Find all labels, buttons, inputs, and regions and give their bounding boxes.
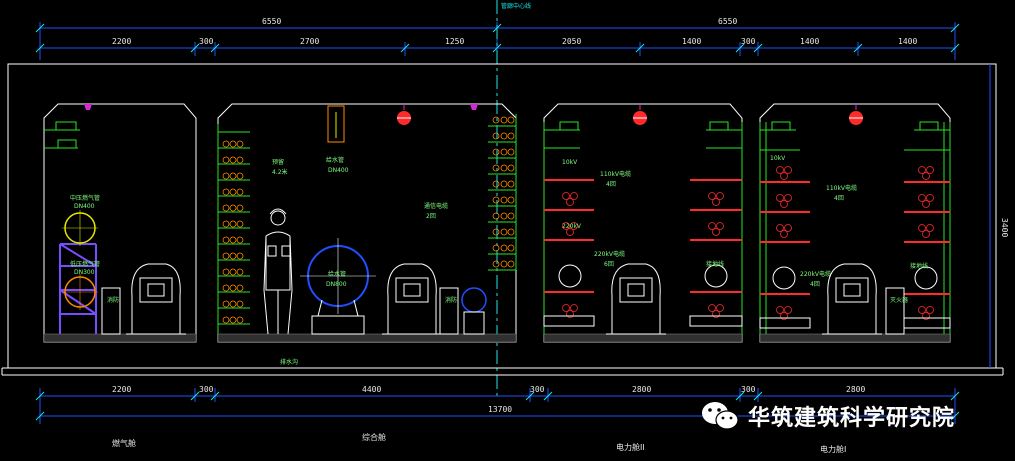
top-dim-2: 300 [199,37,214,46]
power2-main-count: 6回 [604,261,614,268]
water-pipe-spec: DN400 [328,167,349,174]
bottom-dim-total: 13700 [488,405,512,414]
small-pipe [461,287,487,313]
power1-left-rack [759,122,800,334]
power2-right-rack [706,122,743,334]
power2-tag-1: 10kV [562,159,578,166]
bottom-dim-7: 2800 [846,385,865,394]
power1-left-pipe [772,266,796,290]
power1-main-count: 4回 [810,281,820,288]
power2-tag-3: 接地线 [706,260,724,268]
comm-cable-spec: 2回 [426,213,436,220]
power1-tag-1: 10kV [770,155,786,162]
power1-main-cable: 220kV电缆 [800,270,831,278]
right-tray-cables [492,116,515,268]
bottom-dim-2: 300 [199,385,214,394]
ceiling-light-icon [397,104,411,125]
power1-right-trays [904,181,950,295]
power1-cable-count: 4回 [834,195,844,202]
ceiling-light-icon [633,104,647,125]
bottom-dimension-ticks [35,391,960,421]
svg-text:灭火器: 灭火器 [890,297,908,304]
power-ii-compartment: 110kV电缆 4回 220kV电缆 6回 10kV 220kV 接地线 电力舱… [543,103,743,452]
power2-right-trays [690,179,742,293]
water-pipe-label: 给水管 [326,156,344,164]
power1-left-trays [760,181,810,295]
ceiling-light-icon [470,104,478,110]
fire-extinguisher-icon: 消防 [439,287,459,335]
svg-text:消防: 消防 [445,296,457,304]
power1-cables [776,166,934,320]
power2-left-trays [544,179,594,293]
small-pipe-hanger [327,105,345,143]
power1-tag-2: 接地线 [910,262,928,270]
compartment-name-power1: 电力舱I [820,444,846,454]
gas-pipe2-spec: DN300 [74,269,95,276]
power2-cable-label: 110kV电缆 [600,170,631,178]
reserve-height: 4.2米 [272,168,288,176]
top-dim-8: 1400 [800,37,819,46]
power2-cables [562,192,724,318]
top-dim-left-total: 6550 [262,17,281,26]
power2-cable-count: 4回 [606,181,616,188]
water-main-pipe-dn800 [300,238,376,335]
right-cable-tray [488,114,517,271]
top-dim-right-total: 6550 [718,17,737,26]
inspection-robot-icon [382,263,442,335]
bottom-dimension-lines [39,388,956,424]
height-dim-text: 3400 [1000,218,1009,237]
power-i-compartment: 110kV电缆 4回 220kV电缆 4回 10kV 接地线 灭火器 电力舱I [759,103,951,454]
watermark-text: 华筑建筑科学研究院 [748,406,956,431]
top-dim-4: 1250 [445,37,464,46]
comm-cable-label: 通信电缆 [424,202,448,210]
power1-right-rack [904,122,951,334]
inspection-robot-icon [606,263,666,335]
gas-pipe-spec: DN400 [74,203,95,210]
top-dim-9: 1400 [898,37,917,46]
gas-pipe-label: 中压燃气管 [70,194,100,202]
center-line-label: 管廊中心线 [501,2,531,10]
power1-right-pipe [914,266,938,290]
water-main-label: 给水管 [328,270,346,278]
top-dim-1: 2200 [112,37,131,46]
power2-right-pipe [704,264,728,288]
power1-cable-label: 110kV电缆 [826,184,857,192]
bottom-dim-5: 2800 [632,385,651,394]
water-main-spec: DN800 [326,281,347,288]
ceiling-light-icon [84,104,92,110]
compartment-name-gas: 燃气舱 [112,438,136,448]
reserve-label: 预留 [272,158,284,166]
bottom-dim-3: 4400 [362,385,381,394]
top-dim-6: 1400 [682,37,701,46]
worker-figure-icon [263,208,293,335]
bottom-dim-4: 300 [530,385,545,394]
inspection-robot-icon [126,263,186,335]
top-dim-3: 2700 [300,37,319,46]
left-tray-cables [222,140,244,324]
top-dim-7: 300 [741,37,756,46]
inspection-robot-icon [822,263,882,335]
power2-tag-2: 220kV [562,223,582,230]
wechat-icon [702,402,739,430]
gas-pipe-rack [59,243,97,334]
left-cable-tray [217,124,250,334]
compartment-name-comprehensive: 综合舱 [362,432,386,442]
compartment-name-power2: 电力舱II [616,442,645,452]
top-dim-5: 2050 [562,37,581,46]
ceiling-light-icon [849,104,863,125]
power2-left-pipe [558,264,582,288]
bottom-dim-1: 2200 [112,385,131,394]
tunnel-outline [1,63,1004,376]
watermark: 华筑建筑科学研究院 [700,396,955,436]
gas-pipe2-label: 低压燃气管 [70,260,100,268]
fire-extinguisher-icon: 灭火器 [885,287,908,335]
power2-main-cable: 220kV电缆 [594,250,625,258]
drain-label: 排水沟 [280,358,298,366]
bottom-dim-6: 300 [741,385,756,394]
comprehensive-compartment: 给水管 DN400 预留 4.2米 通信电缆 2回 给水管 DN800 [217,103,517,442]
svg-text:消防: 消防 [107,296,119,304]
fire-extinguisher-icon: 消防 [101,287,121,335]
gas-compartment: 中压燃气管 DN400 低压燃气管 DN300 消防 燃气舱 [43,103,197,448]
